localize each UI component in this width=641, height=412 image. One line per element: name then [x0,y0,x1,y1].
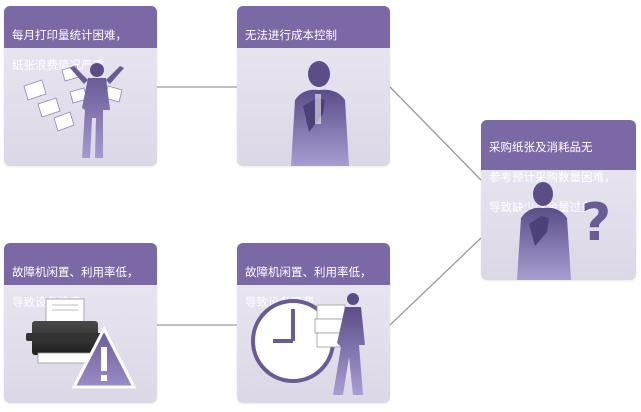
card-idle-printer: 故障机闲置、利用率低， 导致设备浪费 [4,243,157,403]
card-cost-control: 无法进行成本控制 [237,6,390,166]
printer-with-warning-icon [26,298,137,389]
card-idle-clock: 故障机闲置、利用率低， 导致设备浪费 [237,243,390,403]
card-text-line: 无法进行成本控制 [245,28,337,42]
card-text-line: 参考预计采购数量困难， [489,170,616,184]
card-text-line: 纸张浪费情况严重 [12,58,104,72]
card-header: 每月打印量统计困难， 纸张浪费情况严重 [4,6,157,72]
card-procurement: 采购纸张及消耗品无 参考预计采购数量困难， 导致缺少或余量过多 ? [481,120,636,280]
stressed-person-with-flying-papers-icon [23,63,124,158]
card-monthly-print: 每月打印量统计困难， 纸张浪费情况严重 [4,6,157,166]
card-header: 故障机闲置、利用率低， 导致设备浪费 [4,243,157,309]
svg-text:?: ? [581,193,611,253]
card-header: 采购纸张及消耗品无 参考预计采购数量困难， 导致缺少或余量过多 [481,120,636,214]
card-text-line: 导致缺少或余量过多 [489,200,593,214]
thinking-businessman-icon [291,61,349,166]
card-header: 无法进行成本控制 [237,6,390,48]
card-text-line: 采购纸张及消耗品无 [489,140,593,154]
card-header: 故障机闲置、利用率低， 导致设备浪费 [237,243,390,309]
card-text-line: 故障机闲置、利用率低， [245,265,372,279]
businessman-with-question-mark-icon: ? [517,182,611,280]
card-text-line: 每月打印量统计困难， [12,28,127,42]
card-text-line: 故障机闲置、利用率低， [12,265,139,279]
clock-and-person-carrying-boxes-icon [251,293,365,395]
